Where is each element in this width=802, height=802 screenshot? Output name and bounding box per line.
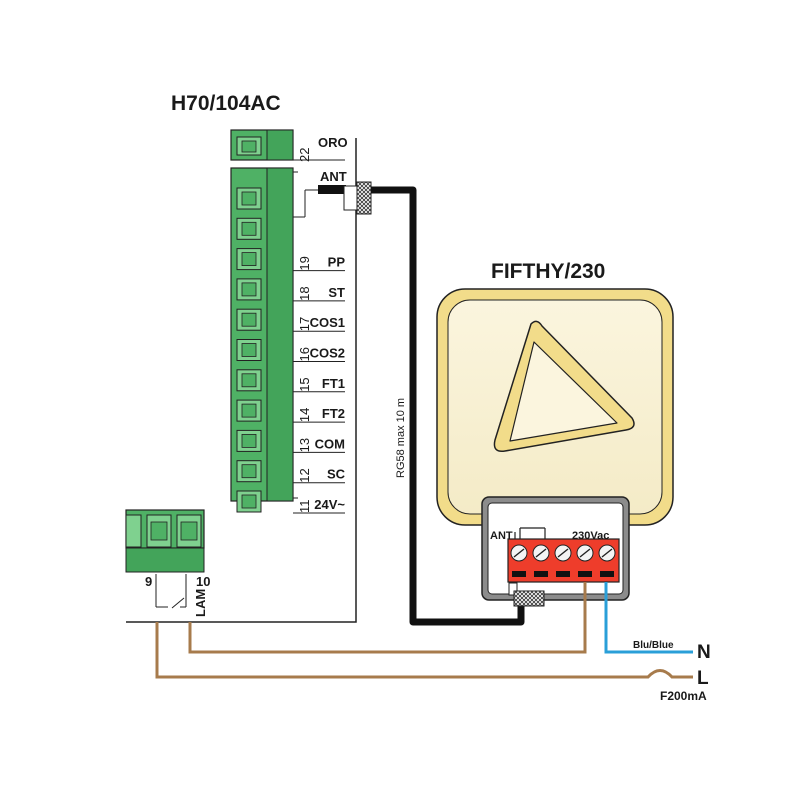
terminal-screw	[241, 252, 257, 267]
terminal-screw	[241, 403, 257, 418]
controller-title: H70/104AC	[171, 92, 281, 115]
terminal-number: 16	[297, 347, 312, 361]
terminal-screw	[241, 373, 257, 388]
lamp-relay-contact	[155, 574, 187, 609]
lamp-terminal-right-number: 10	[196, 574, 210, 589]
wire-entry-slot	[578, 571, 592, 577]
terminal-label: FT1	[322, 376, 345, 391]
wire-entry-slot	[556, 571, 570, 577]
terminal-screw	[241, 343, 257, 357]
lamp-terminal-left-number: 9	[145, 574, 152, 589]
terminal-number: 17	[297, 317, 312, 331]
wire-entry-slot	[534, 571, 548, 577]
terminal-label: PP	[328, 255, 346, 270]
neutral-label: N	[697, 642, 711, 663]
lamp-coax-connector	[508, 582, 545, 607]
controller-antenna-pin	[318, 185, 346, 194]
terminal-label: 24V~	[314, 497, 345, 512]
terminal-screw	[241, 464, 257, 479]
terminal-label: FT2	[322, 406, 345, 421]
terminal-number: 11	[297, 500, 312, 514]
terminal-screw	[241, 433, 257, 448]
terminal-block-top	[230, 129, 294, 161]
terminal-number: 19	[297, 256, 312, 270]
screw-slot	[513, 548, 525, 558]
screw-slot	[557, 548, 569, 558]
terminal-screw	[241, 191, 257, 206]
terminal-number: 14	[297, 408, 312, 422]
wire-entry-slot	[512, 571, 526, 577]
coax-cable	[371, 186, 525, 626]
terminal-label: COM	[315, 436, 345, 451]
cable-label: RG58 max 10 m	[395, 398, 407, 478]
terminal-number: 13	[297, 438, 312, 452]
terminal-screw	[241, 312, 257, 327]
controller-board-outline	[126, 138, 357, 623]
lamp-terminal-block	[125, 509, 205, 573]
wire-entry-slot	[600, 571, 614, 577]
controller-coax-connector	[343, 181, 372, 215]
terminal-label: COS2	[310, 346, 345, 361]
screw-slot	[601, 548, 613, 558]
live-label: L	[697, 668, 709, 689]
terminal-label: COS1	[310, 315, 345, 330]
lamp-antenna-label: ANT	[490, 530, 513, 542]
brown-wire-live	[155, 622, 693, 679]
screw-slot	[535, 548, 547, 558]
terminal-number: 15	[297, 377, 312, 391]
terminal-label: SC	[327, 467, 346, 482]
terminal-screw	[241, 282, 257, 297]
brown-wire-lamp-terminal	[188, 582, 587, 654]
blue-wire-neutral	[604, 582, 693, 654]
fuse-label: F200mA	[660, 689, 707, 703]
screw-slot	[579, 548, 591, 558]
terminal-number: 12	[297, 468, 312, 482]
lamp-unit-title: FIFTHY/230	[491, 260, 605, 283]
controller-antenna-label: ANT	[320, 169, 347, 184]
terminal-screw	[241, 494, 257, 509]
neutral-wire-label: Blu/Blue	[633, 640, 674, 651]
lamp-label: LAM	[193, 589, 208, 617]
terminal-number: 18	[297, 286, 312, 300]
terminal-screw	[241, 221, 257, 236]
terminal-label-oro: ORO	[318, 135, 348, 150]
warning-triangle-icon	[493, 320, 635, 453]
terminal-number-22: 22	[297, 148, 312, 162]
terminal-label: ST	[328, 285, 345, 300]
